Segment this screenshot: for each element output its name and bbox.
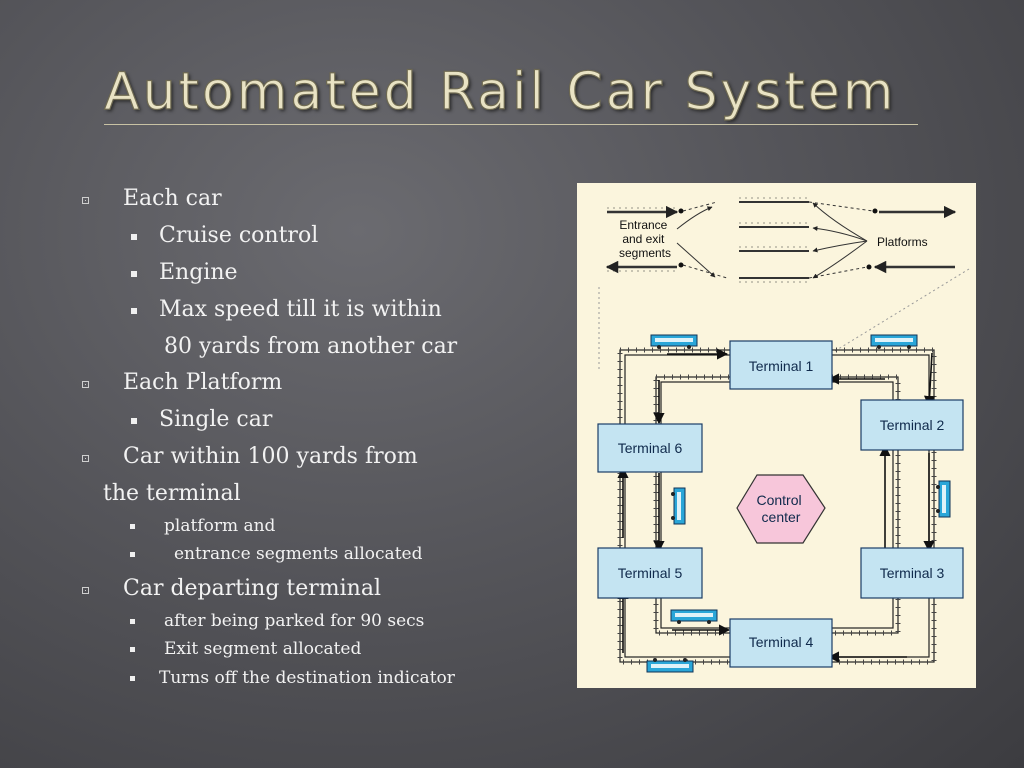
svg-text:Terminal 6: Terminal 6 [618, 440, 683, 456]
inset-entrance-label: Entrance and exit segments [619, 218, 671, 260]
svg-text:Terminal 1: Terminal 1 [749, 358, 814, 374]
bullet-marker [82, 381, 89, 388]
bullet-marker [82, 587, 89, 594]
bullet-turns-off: Turns off the destination indicator [159, 668, 455, 688]
bullet-marker [131, 418, 137, 424]
title-underline [104, 124, 918, 125]
inset-platforms-label: Platforms [877, 235, 928, 249]
bullet-marker [130, 676, 135, 681]
rail-car [650, 334, 698, 349]
bullet-each-car: Each car [123, 186, 222, 211]
svg-text:Terminal 4: Terminal 4 [749, 634, 814, 650]
bullet-marker [82, 197, 89, 204]
bullet-platform-and: platform and [164, 516, 276, 536]
bullet-car-departing: Car departing terminal [123, 576, 381, 601]
bullet-cruise-control: Cruise control [159, 223, 319, 248]
inset-diagram [605, 197, 957, 283]
bullet-single-car: Single car [159, 407, 273, 432]
terminal-3: Terminal 3 [860, 547, 964, 599]
terminal-1: Terminal 1 [729, 340, 833, 390]
bullet-after-parked: after being parked for 90 secs [164, 611, 425, 631]
terminal-5: Terminal 5 [597, 547, 703, 599]
bullet-list: Each car Cruise control Engine Max speed… [82, 186, 458, 688]
rail-cars [646, 334, 951, 673]
bullet-max-speed-continued: 80 yards from another car [164, 334, 458, 359]
bullet-marker [130, 552, 135, 557]
bullet-marker [131, 308, 137, 314]
rail-car [671, 487, 686, 525]
slide-title: Automated Rail Car System [103, 61, 897, 122]
rail-car [936, 480, 951, 518]
bullet-marker [130, 524, 135, 529]
svg-text:Terminal 5: Terminal 5 [618, 565, 683, 581]
rail-system-diagram: Entrance and exit segments Platforms [577, 183, 976, 688]
bullet-marker [131, 271, 137, 277]
terminal-4: Terminal 4 [729, 618, 833, 668]
bullet-max-speed: Max speed till it is within [159, 297, 442, 322]
bullet-marker [130, 619, 135, 624]
rail-car [646, 658, 694, 673]
terminal-2: Terminal 2 [860, 399, 964, 451]
svg-text:Control center: Control center [756, 492, 805, 525]
bullet-car-within: Car within 100 yards from [123, 444, 418, 469]
terminal-6: Terminal 6 [597, 423, 703, 473]
bullet-entrance-segments: entrance segments allocated [174, 544, 423, 564]
rail-car [870, 334, 918, 349]
svg-text:Terminal 2: Terminal 2 [880, 417, 945, 433]
bullet-marker [131, 234, 137, 240]
bullet-exit-segment: Exit segment allocated [164, 639, 362, 659]
bullet-marker [130, 647, 135, 652]
bullet-engine: Engine [159, 260, 238, 285]
svg-text:Terminal 3: Terminal 3 [880, 565, 945, 581]
bullet-car-within-continued: the terminal [103, 481, 241, 506]
rail-car [670, 609, 718, 624]
bullet-marker [82, 455, 89, 462]
control-center: Control center [736, 474, 826, 544]
bullet-each-platform: Each Platform [123, 370, 283, 395]
